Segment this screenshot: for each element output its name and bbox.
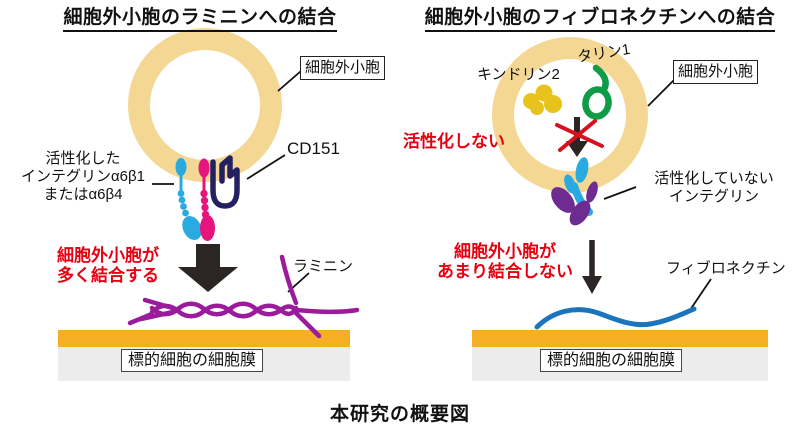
cd151-label: CD151: [287, 139, 340, 158]
left-integrin-label: 活性化した インテグリンα6β1 またはα6β4: [21, 150, 145, 203]
left-binding-text: 細胞外小胞が 多く結合する: [57, 246, 159, 285]
talin1-molecule: [582, 64, 612, 120]
not-activated-text: 活性化しない: [403, 132, 505, 151]
right-vesicle-label: 細胞外小胞: [673, 60, 759, 84]
left-vesicle-leader: [277, 70, 302, 92]
cd151-molecule: [210, 155, 240, 209]
figure-caption: 本研究の概要図: [329, 404, 470, 425]
left-membrane-label: 標的細胞の細胞膜: [121, 349, 264, 372]
right-panel-title: 細胞外小胞のフィブロネクチンへの結合: [400, 2, 800, 32]
right-binding-text: 細胞外小胞が あまり結合しない: [437, 242, 573, 281]
blocked-arrow: [555, 117, 604, 157]
inactive-integrin: [551, 157, 598, 226]
integrin-beta-chain: [198, 158, 215, 241]
fibronectin-label: フィブロネクチン: [666, 260, 786, 277]
cd151-leader: [246, 154, 286, 180]
kindlin-label: キンドリン2: [477, 66, 560, 83]
left-panel-title: 細胞外小胞のラミニンへの結合: [0, 2, 400, 32]
kindlin2-molecule: [523, 84, 562, 115]
right-vesicle-leader: [647, 79, 675, 107]
left-vesicle-label: 細胞外小胞: [300, 56, 386, 80]
right-integrin-label: 活性化していない インテグリン: [654, 170, 774, 205]
right-membrane-label: 標的細胞の細胞膜: [540, 349, 683, 372]
fibronectin-molecule: [534, 306, 697, 330]
laminin-label: ラミニン: [293, 258, 354, 275]
integrin-alpha-chain: [175, 158, 202, 240]
big-down-arrow: [178, 244, 238, 292]
small-down-arrow: [582, 240, 602, 294]
red-x-icon: [555, 119, 604, 152]
laminin-molecule: [127, 254, 360, 339]
right-integrin-leader: [603, 186, 637, 200]
